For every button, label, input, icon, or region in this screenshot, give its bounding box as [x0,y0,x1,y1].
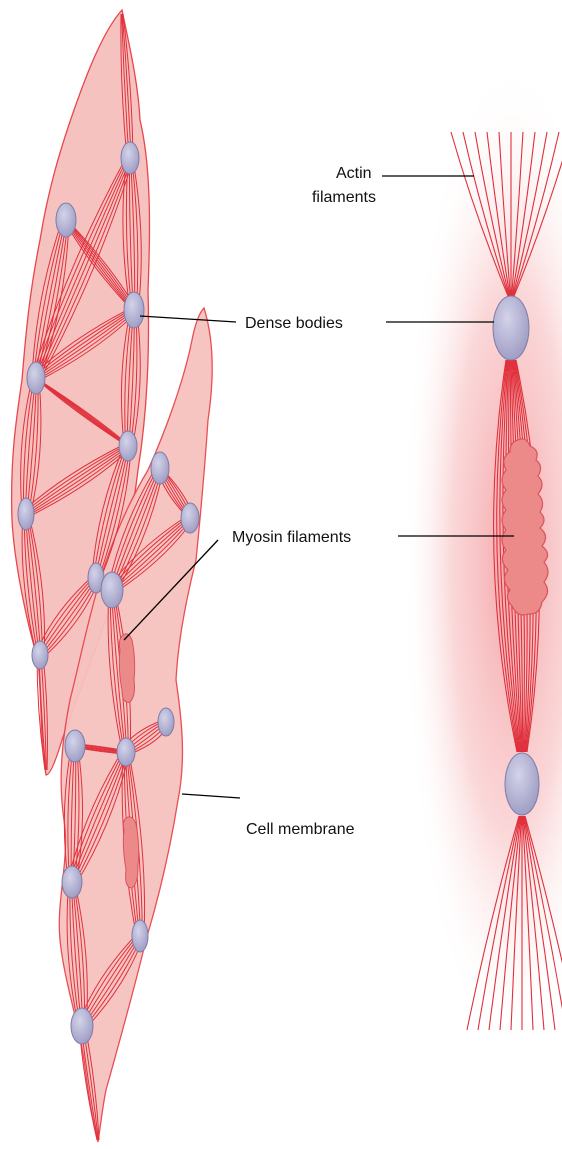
label-myosin-filaments: Myosin filaments [232,529,351,546]
dense-body-large-upper [493,296,529,360]
dense-body [181,503,199,533]
dense-body [117,738,135,766]
label-actin: Actin filaments [312,165,376,206]
myosin-filament-small-upper [119,634,134,703]
dense-body [56,203,76,237]
label-actin-line2: filaments [312,189,376,206]
dense-body [27,362,45,394]
dense-body [151,452,169,484]
dense-body [121,142,139,174]
leader-dense-bodies-left [140,316,236,322]
dense-body [158,708,174,736]
label-cell-membrane: Cell membrane [246,821,355,838]
myosin-filament-small-lower [123,817,138,888]
contractile-unit [402,60,562,1060]
dense-body [132,920,148,952]
dense-body [62,866,82,898]
dense-body-large-lower [505,753,539,815]
dense-body [18,498,34,530]
dense-body [101,572,123,608]
dense-body [32,641,48,669]
label-actin-line1: Actin [336,165,372,182]
dense-body [119,431,137,461]
dense-body [65,730,85,762]
leader-cell-membrane [182,794,240,798]
smooth-muscle-cells [12,10,212,1142]
dense-body [124,292,144,328]
dense-body [71,1008,93,1044]
label-dense-bodies: Dense bodies [245,315,343,332]
